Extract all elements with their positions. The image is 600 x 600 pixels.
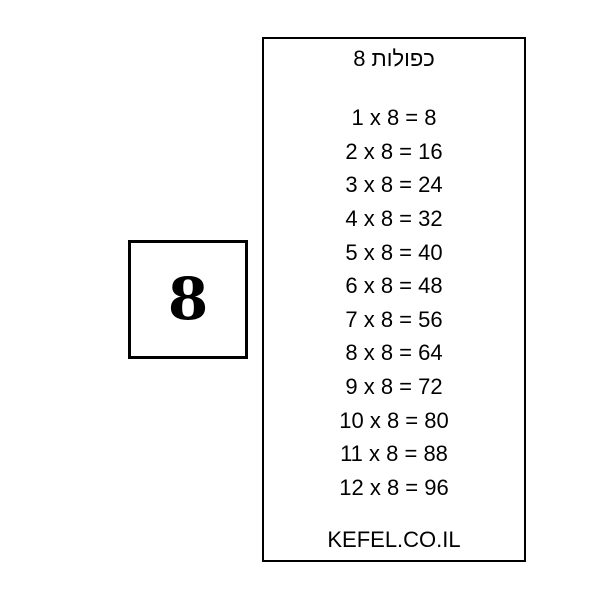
table-row: 1 x 8 = 8 xyxy=(351,105,437,130)
table-row: 10 x 8 = 80 xyxy=(339,407,449,433)
multiplication-table: כפולות 8 1 x 8 = 8 2 x 8 = 16 3 x 8 = 24… xyxy=(262,37,526,562)
table-title: כפולות 8 xyxy=(353,46,435,71)
table-row: 2 x 8 = 16 xyxy=(345,138,443,164)
table-row: 5 x 8 = 40 xyxy=(345,239,443,265)
table-rows: 1 x 8 = 8 2 x 8 = 16 3 x 8 = 24 4 x 8 = … xyxy=(264,101,524,505)
table-row: 4 x 8 = 32 xyxy=(345,205,443,231)
table-row: 7 x 8 = 56 xyxy=(345,306,443,332)
big-number: 8 xyxy=(167,264,209,333)
table-row: 9 x 8 = 72 xyxy=(345,374,443,400)
site-footer: KEFEL.CO.IL xyxy=(327,527,461,552)
table-row: 11 x 8 = 88 xyxy=(340,441,448,467)
table-row: 3 x 8 = 24 xyxy=(345,172,443,198)
table-row: 12 x 8 = 96 xyxy=(339,475,449,501)
table-row: 8 x 8 = 64 xyxy=(345,340,443,366)
table-row: 6 x 8 = 48 xyxy=(345,273,443,299)
number-box: 8 xyxy=(128,240,248,359)
